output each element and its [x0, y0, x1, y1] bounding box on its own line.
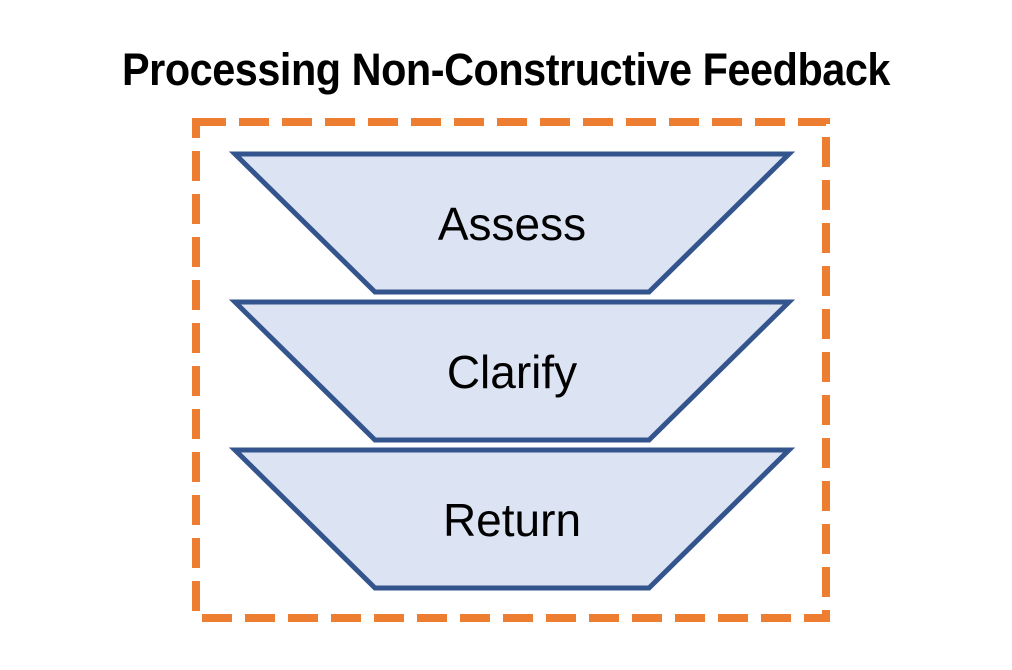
- dashed-boundary: [192, 118, 830, 622]
- funnel-stage-assess[interactable]: Assess: [228, 150, 796, 298]
- dashed-boundary-rect: [192, 118, 830, 622]
- trapezoid-shape: [228, 299, 796, 443]
- funnel-stage-return[interactable]: Return: [228, 446, 796, 594]
- trapezoid-shape: [228, 447, 796, 591]
- trapezoid-shape: [228, 151, 796, 295]
- funnel-chart: Assess Clarify Return: [228, 150, 796, 598]
- page-title: Processing Non-Constructive Feedback: [122, 44, 890, 95]
- funnel-stage-clarify[interactable]: Clarify: [228, 298, 796, 446]
